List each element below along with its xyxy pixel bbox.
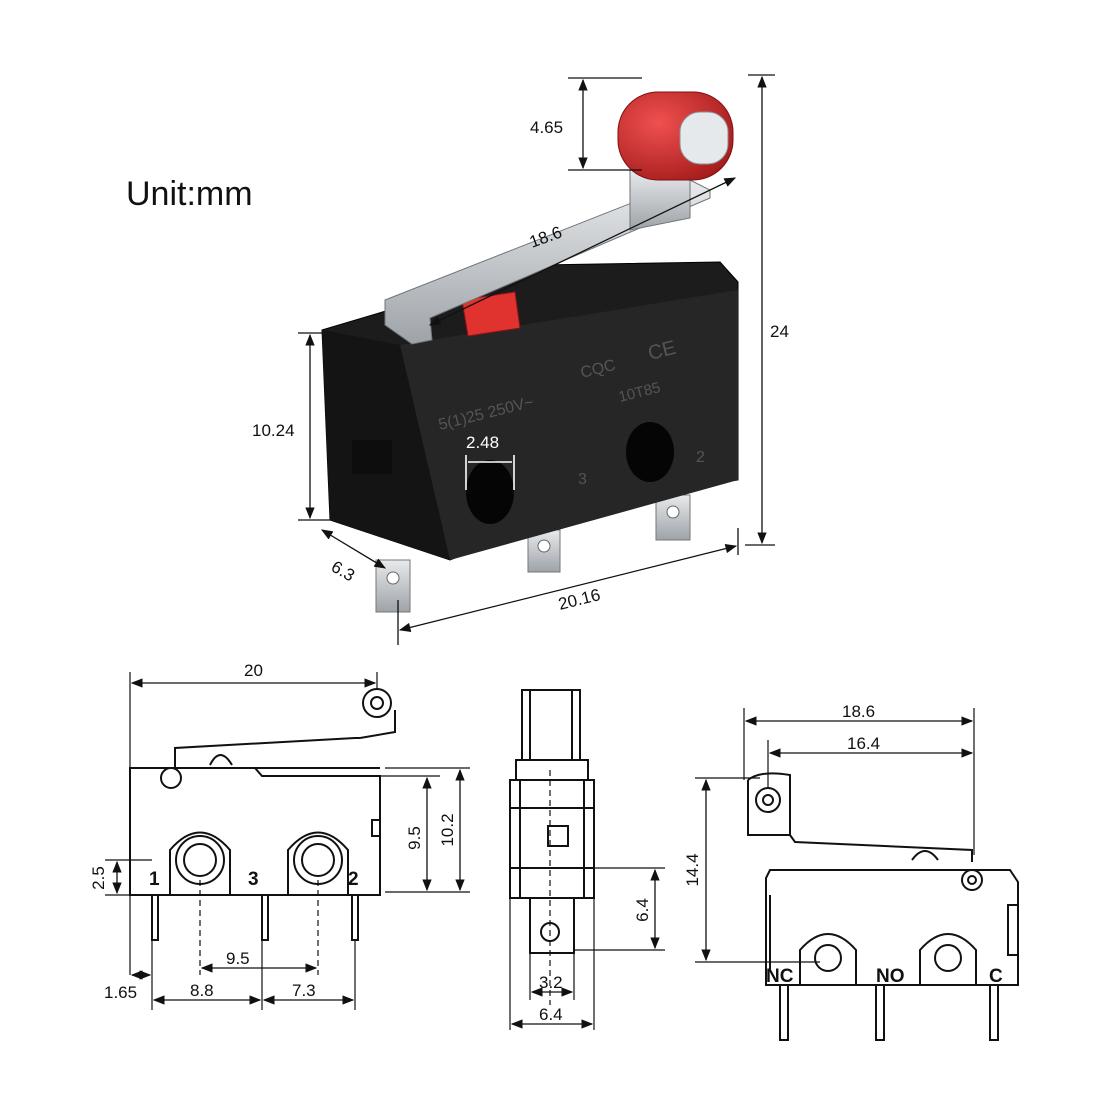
front-pin-label-3: 3 [248,869,259,890]
dim-front-height-b: 10.2 [438,813,457,846]
front-pin-label-2: 2 [348,869,359,890]
dim-front-offset: 1.65 [104,983,137,1002]
dim-depth: 6.3 [328,557,358,585]
dim-roller-dia: 4.65 [530,118,563,137]
dim-hole-dia: 2.48 [466,433,499,452]
front-view-drawing: 1 3 2 20 9.5 10.2 2.5 9.5 1.65 8.8 7.3 [89,661,470,1010]
mounting-hole-right [626,422,674,482]
dim-front-pitch-mid: 9.5 [226,949,250,968]
side-view-drawing: 6.4 3.2 6.4 [509,689,665,1030]
mounting-hole-left [466,460,514,524]
dim-rear-lever-reach: 18.6 [842,702,875,721]
dim-side-body-width: 6.4 [539,1005,563,1024]
dim-front-pitch-left: 8.8 [190,981,214,1000]
dim-front-height-a: 9.5 [405,826,424,850]
dim-front-pitch-right: 7.3 [292,981,316,1000]
terminal-marking-2: 2 [696,449,705,466]
dim-side-tab-width: 3.2 [539,973,563,992]
dim-total-height: 24 [770,322,789,341]
dim-front-width: 20 [244,661,263,680]
dim-rear-pivot-to-lever: 16.4 [847,734,880,753]
rear-label-no: NO [876,966,905,987]
switch-photo: CQC CE 5(1)25 250V~ 10T85 3 2 [321,91,739,613]
terminal-marking-3: 3 [578,471,587,488]
rear-label-nc: NC [766,966,794,987]
dim-side-tab-height: 6.4 [633,898,652,922]
dim-rear-roller-height: 14.4 [683,853,702,886]
dim-pin-height: 2.5 [89,866,108,890]
front-pin-label-1: 1 [149,869,160,890]
rear-view-drawing: NC NO C 18.6 16.4 14.4 [683,702,1019,1041]
dim-body-height: 10.24 [252,421,295,440]
unit-label: Unit:mm [126,175,253,213]
rear-label-c: C [989,966,1003,987]
